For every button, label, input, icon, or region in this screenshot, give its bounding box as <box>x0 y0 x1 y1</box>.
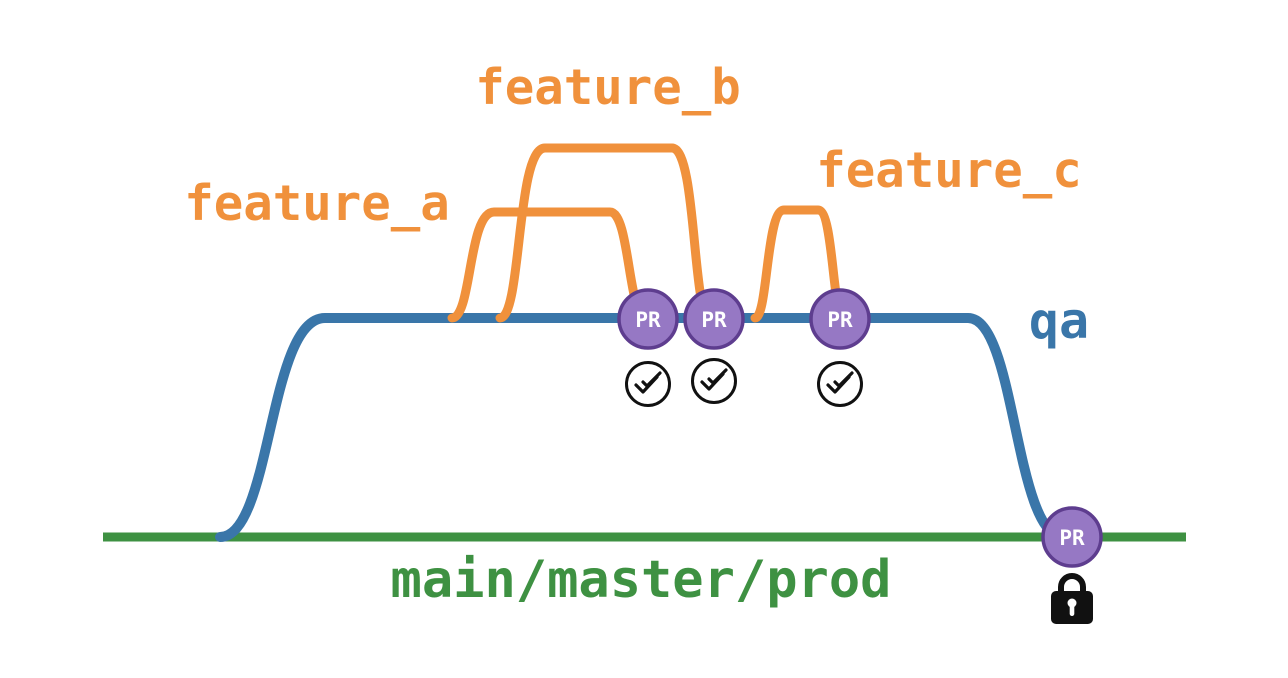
lock-keyhole-stem <box>1069 604 1075 616</box>
main-branch-label: main/master/prod <box>391 550 892 610</box>
approved-double-check-icon <box>691 358 737 404</box>
checkmark-path <box>641 371 662 388</box>
feature-c-label: feature_c <box>816 142 1082 199</box>
lock-shackle <box>1058 573 1086 594</box>
checkmark-path <box>707 368 728 385</box>
pr-node-label: PR <box>701 308 727 332</box>
feature-a-branch-line <box>447 207 651 323</box>
feature-a-label: feature_a <box>184 175 450 232</box>
qa-branch-label: qa <box>1029 292 1089 350</box>
qa-branch-line <box>215 313 1068 542</box>
pr-node-qa-to-main: PR <box>1041 506 1103 568</box>
checkmark-path <box>833 371 854 388</box>
feature-b-branch-line <box>495 143 715 323</box>
pr-node-feature-a: PR <box>617 288 679 350</box>
pr-node-label: PR <box>635 308 661 332</box>
approved-double-check-icon <box>625 361 671 407</box>
pr-node-feature-c: PR <box>809 288 871 350</box>
feature-b-label: feature_b <box>475 59 741 116</box>
lock-keyhole <box>1067 598 1077 608</box>
pr-node-label: PR <box>1059 526 1085 550</box>
pr-node-circle <box>617 288 679 350</box>
pr-node-feature-b: PR <box>683 288 745 350</box>
approved-double-check-icon <box>817 361 863 407</box>
lock-icon <box>1051 573 1093 624</box>
pr-node-label: PR <box>827 308 853 332</box>
pr-node-circle <box>1041 506 1103 568</box>
pr-node-circle <box>809 288 871 350</box>
pr-node-circle <box>683 288 745 350</box>
